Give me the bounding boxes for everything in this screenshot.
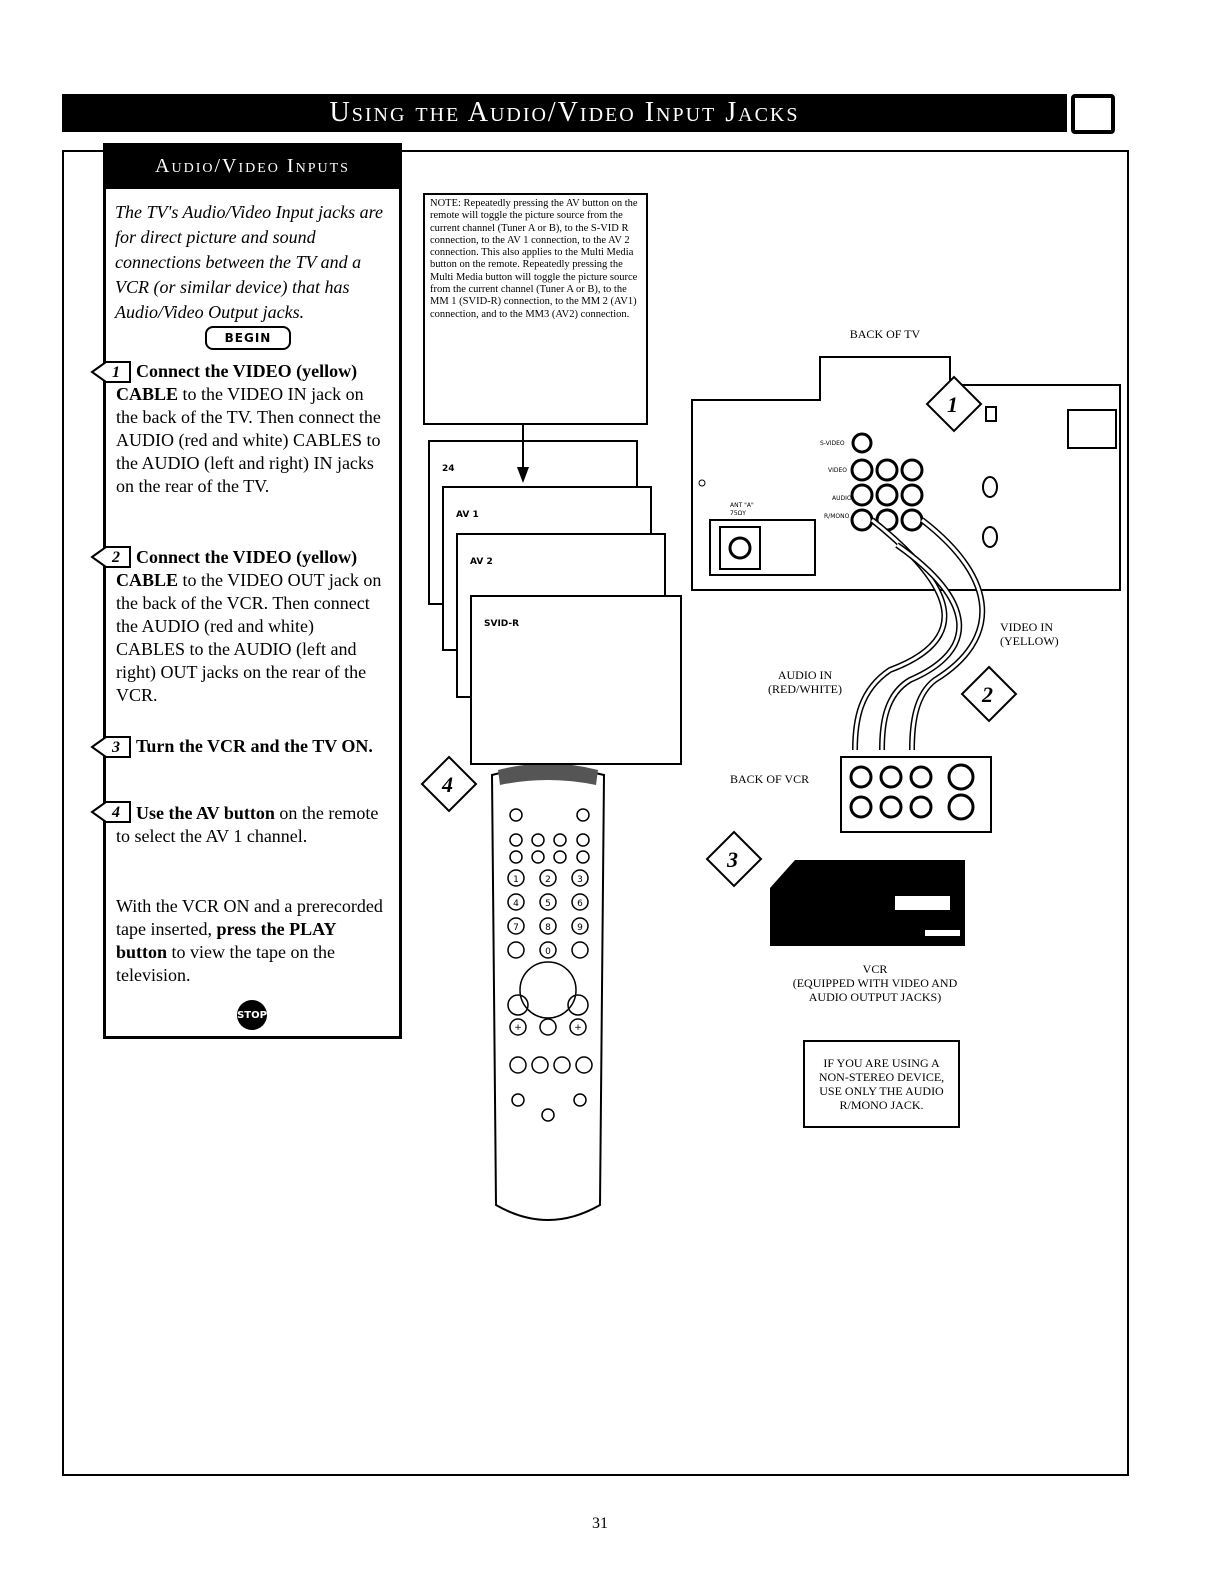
svg-text:7: 7 bbox=[513, 923, 519, 933]
svg-text:+: + bbox=[514, 1023, 522, 1033]
note-text: : Repeatedly pressing the AV button on t… bbox=[430, 198, 638, 320]
screen-label-av2: AV 2 bbox=[470, 557, 493, 567]
callout-4-icon: 4 bbox=[420, 755, 478, 813]
step-2-bold: Connect the VIDEO (yellow) CABLE bbox=[116, 547, 358, 590]
callout-4-number: 4 bbox=[441, 772, 453, 797]
back-of-tv-label: BACK OF TV bbox=[849, 327, 921, 341]
svg-text:S-VIDEO: S-VIDEO bbox=[820, 440, 845, 447]
play-instruction: With the VCR ON and a prerecorded tape i… bbox=[116, 895, 386, 987]
callout-1-icon: 1 bbox=[925, 375, 983, 433]
vcr-device-illustration bbox=[770, 860, 965, 946]
step-2: Connect the VIDEO (yellow) CABLE to the … bbox=[116, 546, 386, 707]
callout-3-number: 3 bbox=[726, 847, 738, 872]
screen-label-svidr: SVID-R bbox=[484, 619, 520, 629]
svg-text:ANT "A": ANT "A" bbox=[730, 502, 754, 509]
instructions-panel bbox=[103, 143, 402, 1039]
step-1-bold: Connect the VIDEO (yellow) CABLE bbox=[116, 361, 358, 404]
svg-text:6: 6 bbox=[577, 899, 583, 909]
step-4: Use the AV button on the remote to selec… bbox=[116, 802, 386, 848]
step-4-text: on the remote to select the AV 1 channel… bbox=[116, 803, 379, 846]
sidebar-heading: Audio/Video Inputs bbox=[103, 143, 402, 189]
svg-text:75ΩY: 75ΩY bbox=[730, 510, 746, 517]
page-title: Using the Audio/Video Input Jacks bbox=[62, 94, 1067, 132]
svg-text:3: 3 bbox=[577, 875, 583, 885]
step-3-number: 3 bbox=[111, 739, 120, 756]
remote-control-illustration: 1 2 3 4 5 6 7 8 9 0 + + bbox=[490, 765, 606, 1221]
svg-text:4: 4 bbox=[513, 899, 519, 909]
stop-sign-icon: STOP bbox=[237, 1000, 267, 1030]
step-3-arrow-icon: 3 bbox=[90, 736, 131, 758]
av-cables-illustration bbox=[852, 517, 986, 751]
note-box: NOTE: Repeatedly pressing the AV button … bbox=[423, 193, 648, 425]
callout-3-icon: 3 bbox=[705, 830, 763, 888]
step-4-number: 4 bbox=[111, 804, 120, 821]
step-4-arrow-icon: 4 bbox=[90, 801, 131, 823]
svg-text:9: 9 bbox=[577, 923, 583, 933]
screen-label-24: 24 bbox=[442, 464, 455, 474]
callout-2-icon: 2 bbox=[960, 665, 1018, 723]
mono-device-note: IF YOU ARE USING A NON-STEREO DEVICE, US… bbox=[803, 1040, 960, 1128]
begin-badge: BEGIN bbox=[205, 326, 291, 350]
play-pre: With the VCR ON and a prerecorded tape i… bbox=[116, 896, 383, 939]
callout-1-number: 1 bbox=[947, 392, 958, 417]
intro-text: The TV's Audio/Video Input jacks are for… bbox=[115, 202, 383, 322]
step-3-bold: Turn the VCR and the TV ON. bbox=[136, 736, 373, 756]
callout-2-number: 2 bbox=[981, 682, 993, 707]
svg-text:8: 8 bbox=[545, 923, 551, 933]
step-1-arrow-icon: 1 bbox=[90, 361, 131, 383]
step-2-arrow-icon: 2 bbox=[90, 546, 131, 568]
step-2-number: 2 bbox=[111, 549, 120, 566]
vcr-jack-panel-illustration bbox=[840, 756, 992, 833]
svg-text:2: 2 bbox=[545, 875, 551, 885]
step-1: Connect the VIDEO (yellow) CABLE to the … bbox=[116, 360, 386, 498]
svg-text:1: 1 bbox=[513, 875, 519, 885]
note-label: NOTE bbox=[430, 198, 458, 209]
svg-text:AUDIO: AUDIO bbox=[832, 495, 852, 502]
screen-svidr: SVID-R bbox=[470, 595, 682, 765]
screen-label-av1: AV 1 bbox=[456, 510, 479, 520]
svg-text:R/MONO: R/MONO bbox=[824, 513, 850, 520]
vcr-label: VCR (EQUIPPED WITH VIDEO AND AUDIO OUTPU… bbox=[792, 962, 958, 1004]
note-pointer-arrow-icon bbox=[517, 425, 529, 483]
svg-text:+: + bbox=[574, 1023, 582, 1033]
svg-text:5: 5 bbox=[545, 899, 551, 909]
back-of-vcr-label: BACK OF VCR bbox=[730, 772, 810, 786]
step-2-text: to the VIDEO OUT jack on the back of the… bbox=[116, 570, 382, 705]
play-bold: press the PLAY button bbox=[116, 919, 336, 962]
svg-text:VIDEO: VIDEO bbox=[828, 467, 847, 474]
content-frame bbox=[62, 150, 1129, 1476]
audio-in-label: AUDIO IN (RED/WHITE) bbox=[768, 668, 842, 696]
tv-back-panel-illustration: S-VIDEO VIDEO AUDIO R/MONO ANT "A"75ΩY bbox=[691, 356, 1121, 591]
play-post: to view the tape on the television. bbox=[116, 942, 335, 985]
step-4-bold: Use the AV button bbox=[136, 803, 275, 823]
svg-text:0: 0 bbox=[545, 947, 551, 957]
step-1-number: 1 bbox=[112, 364, 120, 381]
step-1-text: to the VIDEO IN jack on the back of the … bbox=[116, 384, 381, 496]
section-tab-icon bbox=[1071, 94, 1115, 134]
step-3: Turn the VCR and the TV ON. bbox=[116, 735, 386, 758]
video-in-label: VIDEO IN (YELLOW) bbox=[1000, 620, 1059, 648]
page-number: 31 bbox=[592, 1515, 608, 1532]
